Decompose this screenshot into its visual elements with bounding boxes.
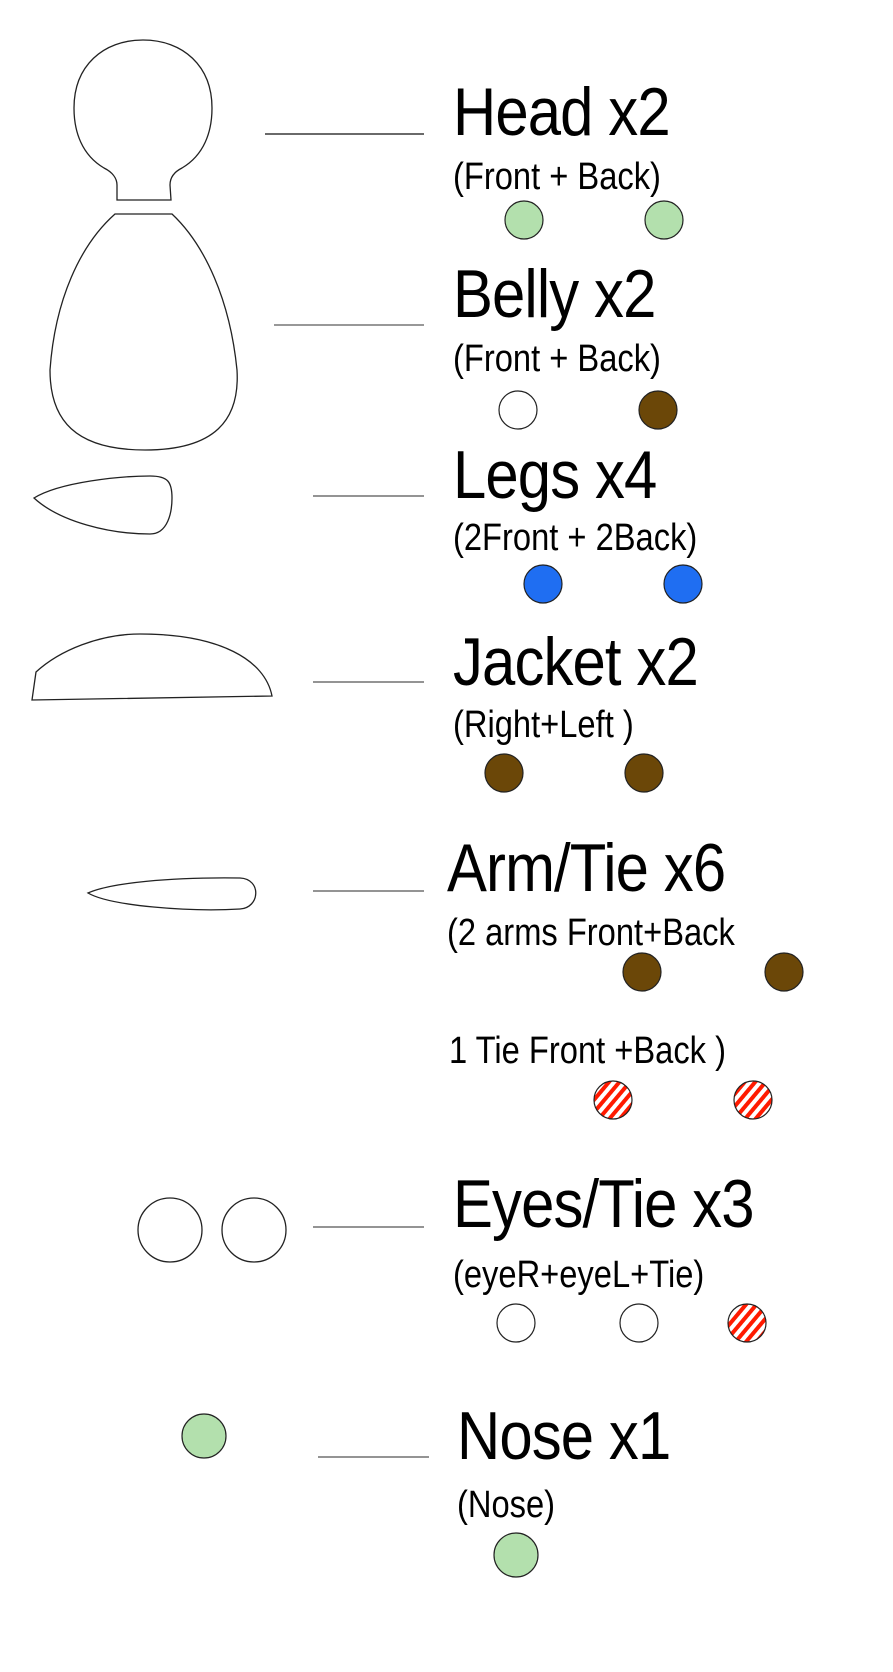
head-swatch-light-green-icon	[644, 200, 684, 240]
nose-title: Nose x1	[457, 1398, 671, 1474]
eye-swatch-white-icon	[496, 1303, 536, 1343]
tie-swatch-striped-icon	[727, 1303, 767, 1343]
nose-subtitle: (Nose)	[457, 1484, 556, 1526]
arm-pattern-shape	[86, 877, 257, 911]
arm-swatch-brown-icon	[764, 952, 804, 992]
jacket-subtitle: (Right+Left )	[453, 704, 634, 746]
arm-swatch-brown-icon	[622, 952, 662, 992]
head-pattern-shape	[73, 39, 213, 201]
jacket-pattern-shape	[31, 633, 273, 701]
belly-swatch-brown-icon	[638, 390, 678, 430]
jacket-swatch-brown-icon	[484, 753, 524, 793]
eyes-tie-title: Eyes/Tie x3	[453, 1166, 755, 1242]
belly-pattern-shape	[49, 213, 238, 451]
eye-swatch-white-icon	[619, 1303, 659, 1343]
arm-tie-title: Arm/Tie x6	[447, 830, 726, 906]
head-subtitle: (Front + Back)	[453, 156, 661, 198]
belly-swatch-white-icon	[498, 390, 538, 430]
eyes-tie-subtitle: (eyeR+eyeL+Tie)	[453, 1254, 705, 1296]
belly-title: Belly x2	[453, 256, 656, 332]
head-swatch-light-green-icon	[504, 200, 544, 240]
legs-pattern-shape	[32, 475, 173, 535]
jacket-swatch-brown-icon	[624, 753, 664, 793]
legs-title: Legs x4	[453, 437, 657, 513]
arm-tie-subtitle: (2 arms Front+Back	[447, 912, 735, 954]
tie-swatch-striped-icon	[593, 1080, 633, 1120]
arm-tie-subtitle-2: 1 Tie Front +Back )	[449, 1030, 726, 1072]
eye-left-pattern-shape	[221, 1197, 287, 1263]
nose-pattern-shape	[181, 1413, 227, 1459]
eye-right-pattern-shape	[137, 1197, 203, 1263]
belly-subtitle: (Front + Back)	[453, 338, 661, 380]
legs-swatch-blue-icon	[663, 564, 703, 604]
legs-swatch-blue-icon	[523, 564, 563, 604]
legs-subtitle: (2Front + 2Back)	[453, 517, 698, 559]
nose-swatch-light-green-icon	[493, 1532, 539, 1578]
jacket-title: Jacket x2	[453, 624, 699, 700]
head-title: Head x2	[453, 74, 671, 150]
tie-swatch-striped-icon	[733, 1080, 773, 1120]
